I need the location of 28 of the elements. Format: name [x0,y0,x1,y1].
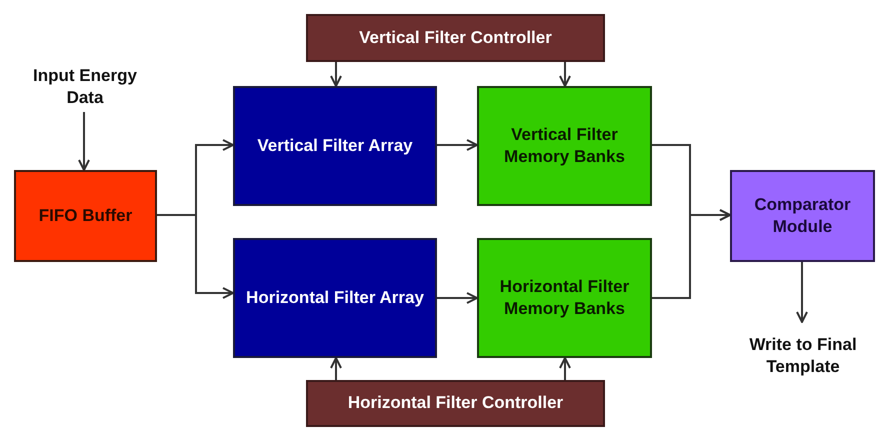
arrow [652,209,731,299]
arrow [796,262,808,323]
memory-bank-box [477,238,652,358]
node-label: Input Energy Data [32,64,138,109]
node-label: Horizontal Filter Array [246,286,424,309]
arrow [330,357,342,380]
node-label: FIFO Buffer [38,204,132,227]
buffer-box [14,170,157,262]
node-label: Write to Final Template [748,334,858,378]
comparator-box [730,170,875,262]
arrow [157,214,234,299]
filter-array-box [233,238,437,358]
arrow [437,292,478,304]
node-label: Comparator Module [753,194,852,238]
node-label: Vertical Filter Memory Banks [503,124,626,168]
node-label: Horizontal Filter Controller [348,392,564,414]
node-label: Vertical Filter Array [257,134,413,157]
node-label: Vertical Filter Controller [359,26,552,49]
filter-array-box [233,86,437,206]
node-label: Horizontal Filter Memory Banks [498,276,630,320]
arrow [559,62,571,87]
arrow [330,62,342,87]
arrow [78,112,90,171]
memory-bank-box [477,86,652,206]
controller-box [306,14,605,62]
controller-box [306,380,605,427]
arrow [559,357,571,380]
arrow [437,139,478,151]
